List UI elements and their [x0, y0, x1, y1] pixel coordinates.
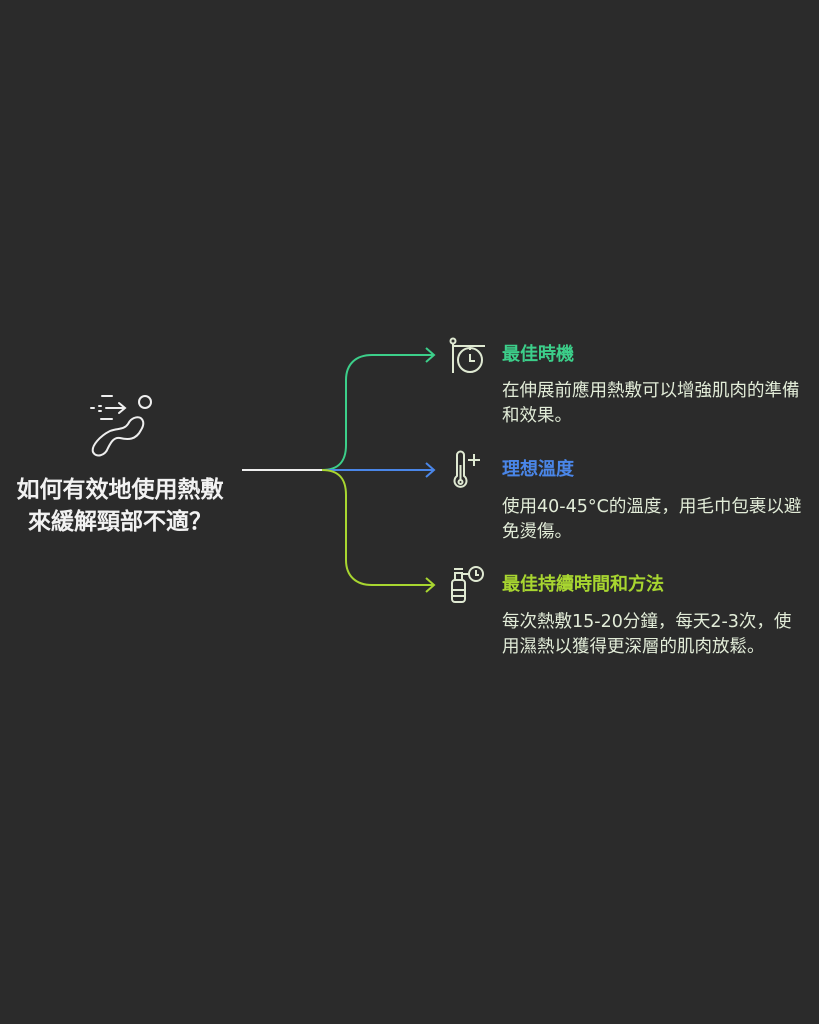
branch-line-1	[321, 354, 434, 471]
branch-body-duration: 每次熱敷15-20分鐘，每天2-3次，使用濕熱以獲得更深層的肌肉放鬆。	[502, 612, 792, 657]
branch-line-3	[321, 469, 434, 586]
arrow-head-3	[425, 577, 436, 593]
branch-heading-duration: 最佳持續時間和方法	[502, 574, 664, 595]
branch-body-temperature: 使用40-45°C的溫度，用毛巾包裹以避免燙傷。	[502, 497, 802, 542]
branch-heading-temperature: 理想溫度	[502, 459, 574, 480]
thermometer-plus-icon	[453, 450, 480, 488]
branch-heading-timing: 最佳時機	[502, 344, 574, 365]
spray-bottle-timer-icon	[451, 566, 484, 603]
neck-posture-icon	[90, 395, 152, 457]
branch-body-timing: 在伸展前應用熱敷可以增強肌肉的準備和效果。	[502, 381, 800, 426]
clock-timer-icon	[449, 337, 485, 373]
arrow-head-1	[425, 347, 436, 363]
arrow-head-2	[425, 462, 436, 478]
central-question-title: 如何有效地使用熱敷來緩解頸部不適？	[16, 476, 224, 535]
